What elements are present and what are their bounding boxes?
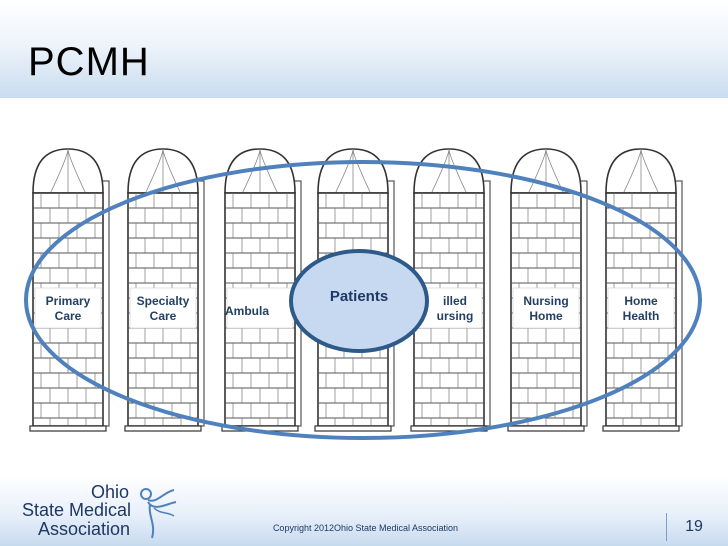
silo-label-box-7 xyxy=(607,287,675,329)
slide-number: 19 xyxy=(685,518,703,535)
slide-number-divider xyxy=(666,513,667,541)
silo-label-6: Nursing Home xyxy=(523,294,569,323)
slide-title: PCMH xyxy=(28,40,150,84)
silo-label-3: Ambula xyxy=(225,304,270,318)
logo-line-association: Association xyxy=(38,519,131,539)
pcmh-ellipse xyxy=(24,160,702,440)
silo-label-box-1 xyxy=(34,287,102,329)
silo-label-box-6 xyxy=(512,287,580,329)
patients-label: Patients xyxy=(329,288,389,305)
silo-label-7: Home Health xyxy=(622,294,660,323)
silo-label-1: Primary Care xyxy=(45,294,91,323)
silo-label-box-3 xyxy=(226,287,294,329)
osma-logo: Ohio State Medical Association xyxy=(14,482,194,542)
logo-line-state-medical: State Medical xyxy=(22,500,132,520)
logo-line-ohio: Ohio xyxy=(91,482,130,502)
silo-label-5: illed ursing xyxy=(436,294,474,323)
copyright-text: Copyright 2012Ohio State Medical Associa… xyxy=(272,523,459,533)
patients-ellipse xyxy=(289,249,429,353)
caduceus-icon xyxy=(140,488,177,539)
silo-label-2: Specialty Care xyxy=(136,294,190,323)
footer-band xyxy=(0,476,728,546)
silo-label-box-2 xyxy=(129,287,197,329)
title-band xyxy=(0,0,728,98)
